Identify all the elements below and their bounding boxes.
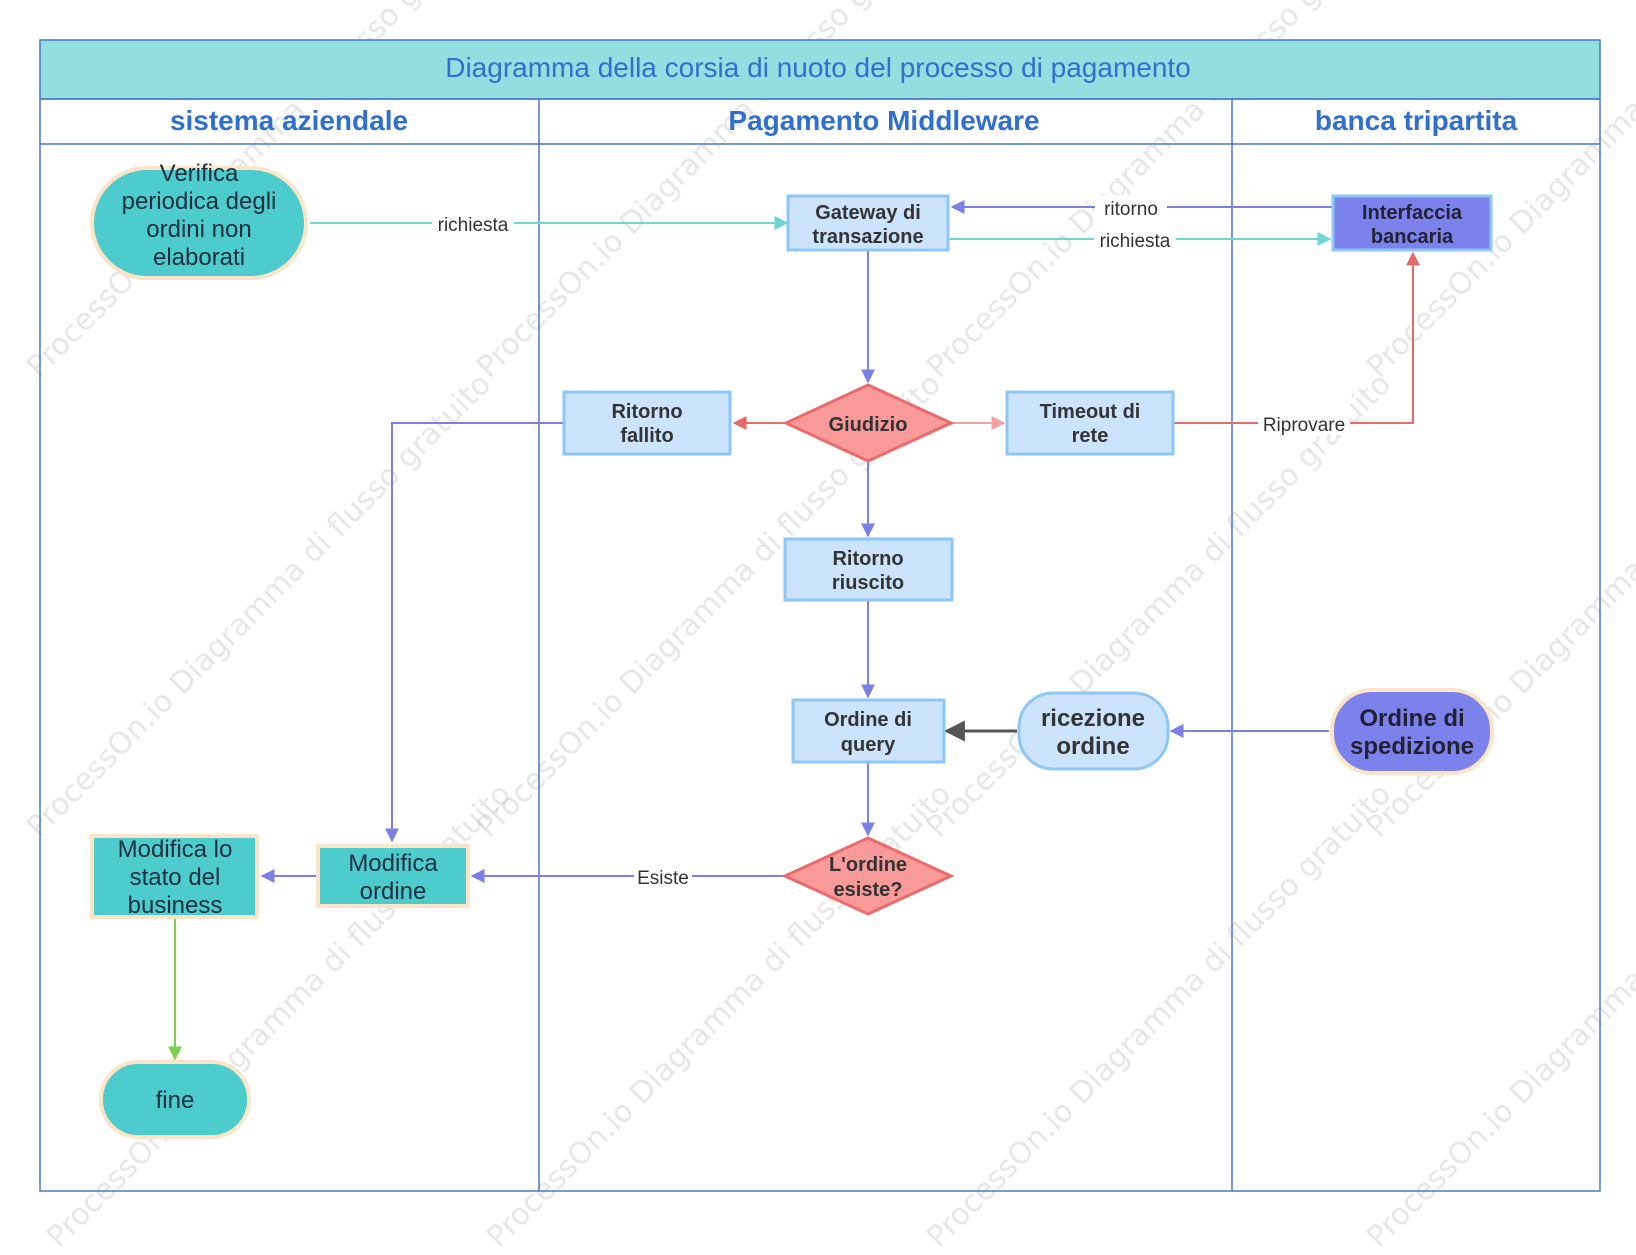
edge-timeout-to-interfaccia [1173, 251, 1420, 424]
node-label-line: Gateway di [815, 202, 921, 224]
node-label-line: periodica degli [122, 188, 277, 215]
node-label-line: elaborati [153, 244, 245, 271]
edge-label-esiste: Esiste [637, 868, 689, 889]
node-fine: fine [99, 1060, 251, 1139]
pool-frame [39, 98, 1601, 1192]
edge-ritorno-fallito-to-modifica-ordine [385, 422, 564, 843]
node-label-line: ordine [360, 878, 427, 905]
node-label-line: query [841, 734, 896, 756]
node-label-esiste: L'ordine esiste? [829, 854, 907, 901]
node-label-line: ricezione [1041, 705, 1145, 732]
node-label-line: esiste? [834, 879, 903, 901]
node-label-line: Modifica [348, 850, 438, 877]
node-label-line: riuscito [832, 572, 904, 594]
node-label-line: Ordine di [1359, 705, 1464, 732]
node-label-line: Modifica lo [118, 836, 233, 863]
title-bar [39, 39, 1601, 100]
edges [168, 200, 1420, 1061]
node-label-line: business [128, 892, 223, 919]
lane-header-pagamento-middleware: Pagamento Middleware [728, 105, 1039, 136]
node-label-line: transazione [812, 226, 923, 248]
edge-label-riprovare: Riprovare [1263, 415, 1345, 436]
node-label-line: L'ordine [829, 854, 907, 876]
node-label-line: Giudizio [829, 414, 908, 436]
node-label-ordine-query: Ordine di query [824, 709, 912, 756]
node-label-line: stato del [130, 864, 221, 891]
node-label-line: Verifica [160, 160, 239, 187]
node-label-fine: fine [156, 1087, 195, 1114]
node-label-line: Ordine di [824, 709, 912, 731]
edge-labels: richiesta ritorno richiesta Riprovare Es… [432, 195, 1350, 889]
lane-header-banca-tripartita: banca tripartita [1315, 105, 1518, 136]
node-label-line: rete [1072, 425, 1109, 447]
diagram-title: Diagramma della corsia di nuoto del proc… [445, 52, 1191, 83]
node-label-line: fine [156, 1087, 195, 1114]
lane-header-sistema-aziendale: sistema aziendale [170, 105, 408, 136]
node-ordine-query: Ordine di query [791, 698, 946, 764]
swimlane-diagram: Diagramma della corsia di nuoto del proc… [39, 39, 1601, 1192]
node-label-line: ordini non [146, 216, 251, 243]
node-label-line: Ritorno [832, 548, 903, 570]
edge-label-richiesta-2: richiesta [1100, 231, 1171, 252]
node-label-line: Timeout di [1040, 401, 1141, 423]
node-label-line: spedizione [1350, 733, 1474, 760]
node-giudizio: Giudizio [782, 383, 955, 463]
node-label-line: Ritorno [611, 401, 682, 423]
node-label-line: bancaria [1371, 226, 1454, 248]
node-label-giudizio: Giudizio [829, 414, 908, 436]
node-label-line: ordine [1056, 733, 1129, 760]
node-label-line: fallito [620, 425, 673, 447]
edge-label-ritorno: ritorno [1104, 199, 1158, 220]
edge-label-richiesta-1: richiesta [438, 215, 509, 236]
node-label-line: Interfaccia [1362, 202, 1463, 224]
node-esiste: L'ordine esiste? [781, 836, 955, 916]
